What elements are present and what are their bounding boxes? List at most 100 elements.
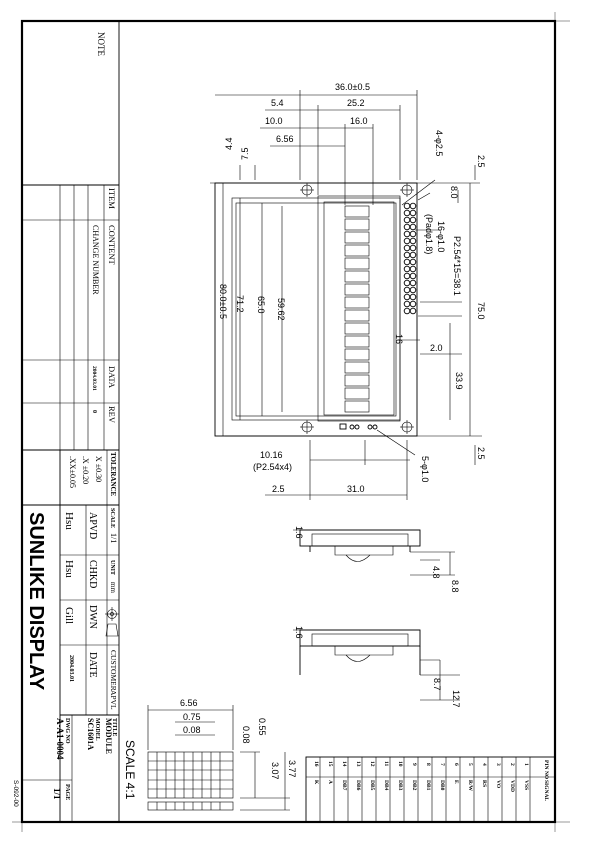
pin-header-signal: SIGNAL bbox=[543, 780, 549, 801]
side1-dim-b: 4.8 bbox=[431, 566, 441, 579]
pin-11-signal: DB4 bbox=[383, 780, 389, 791]
pin-14-signal: DB7 bbox=[341, 780, 347, 791]
dim-o: 2.0 bbox=[430, 343, 443, 353]
dim-top-width: 36.0±0.5 bbox=[335, 82, 370, 92]
dim-c: 10.0 bbox=[265, 116, 283, 126]
char-dim-e: 0.08 bbox=[241, 726, 251, 744]
pin-2: 2 bbox=[509, 763, 515, 766]
pin-4-signal: RS bbox=[481, 780, 487, 787]
dim-pins: 16-φ1.0 bbox=[436, 221, 446, 252]
page-value: 1/1 bbox=[52, 788, 62, 800]
scale-value: 1/1 bbox=[109, 533, 118, 543]
dim-f: 4.4 bbox=[224, 137, 234, 150]
pin-3: 3 bbox=[495, 763, 501, 766]
pin-13-signal: DB6 bbox=[355, 780, 361, 791]
mounting-hole-icon bbox=[300, 183, 414, 434]
tolerance-x2: .XX±0.05 bbox=[68, 456, 77, 488]
dim-pitch: P2.54*15=38.1 bbox=[452, 236, 462, 296]
dim-h: 2.5 bbox=[476, 155, 486, 168]
pin-6: 6 bbox=[453, 763, 459, 766]
model-label: MODEL bbox=[94, 718, 100, 741]
pin-12-signal: DB5 bbox=[369, 780, 375, 791]
model-value: SC1601A bbox=[86, 718, 95, 750]
pin-10: 10 bbox=[397, 761, 403, 767]
side1-dim-a: 1.6 bbox=[294, 526, 304, 539]
title-label: TITLE bbox=[111, 718, 117, 736]
pin-8-signal: DB1 bbox=[425, 780, 431, 791]
dim-a: 5.4 bbox=[271, 98, 284, 108]
pin-9-signal: DB2 bbox=[411, 780, 417, 791]
dim-m: 75.0 bbox=[476, 302, 486, 320]
rev-row-content: CHANGE NUMBER bbox=[91, 225, 100, 295]
approval-role-chkd: CHKD bbox=[87, 560, 98, 588]
dim-pad: (Padφ1.8) bbox=[424, 214, 434, 254]
sheet-border bbox=[20, 19, 557, 824]
dim-i: 8.0 bbox=[449, 186, 459, 199]
approval-name-apvd: Hsu bbox=[63, 512, 75, 530]
pin-4: 4 bbox=[481, 763, 487, 766]
dwg-value: A-A1-0004 bbox=[55, 718, 65, 760]
dim-v: 31.0 bbox=[347, 484, 365, 494]
pin-5: 5 bbox=[467, 763, 473, 766]
unit-value: mm bbox=[109, 582, 117, 593]
pin-15-signal: A bbox=[327, 780, 333, 784]
dim-hole: 4-φ2.5 bbox=[434, 130, 444, 156]
pin-5-signal: R/W bbox=[467, 780, 473, 792]
page-label: PAGE bbox=[64, 784, 70, 800]
character-cells bbox=[344, 205, 370, 413]
customer-label: CUSTOMER bbox=[109, 650, 118, 691]
pin-15: 15 bbox=[327, 761, 333, 767]
tolerance-x: X ±0.30 bbox=[94, 456, 103, 482]
pin-12: 12 bbox=[369, 761, 375, 767]
dim-s: (P2.54x4) bbox=[253, 462, 292, 472]
char-dim-c: 0.08 bbox=[183, 725, 201, 735]
pin-1: 1 bbox=[523, 763, 529, 766]
char-dim-d: 0.55 bbox=[257, 718, 267, 736]
dim-height: 80.0±0.5 bbox=[218, 284, 228, 319]
title-value: MODULE bbox=[104, 718, 113, 754]
pin-13: 13 bbox=[355, 761, 361, 767]
approval-role-dwn: DWN bbox=[87, 605, 98, 629]
side-view-2: 1.6 8.7 12.7 bbox=[293, 626, 461, 708]
approval-name-chkd: Hsu bbox=[63, 560, 75, 578]
pin-9: 9 bbox=[411, 763, 417, 766]
pin-table: PIN NO SIGNAL 1 VSS 2 VDD 3 VO 4 RS 5 R/… bbox=[305, 756, 556, 823]
pin-10-signal: DB3 bbox=[397, 780, 403, 791]
side1-dim-c: 8.8 bbox=[450, 580, 460, 593]
approval-role-date: DATE bbox=[87, 652, 98, 678]
pin-7: 7 bbox=[439, 763, 445, 766]
pin-6-signal: E bbox=[453, 780, 459, 784]
dim-n: 16 bbox=[394, 334, 404, 344]
pin-3-signal: VO bbox=[495, 780, 501, 789]
dim-g: 7.5 bbox=[240, 147, 250, 160]
char-dim-f: 3.07 bbox=[270, 762, 280, 780]
unit-label: UNIT bbox=[109, 560, 115, 575]
led-pins bbox=[339, 423, 378, 430]
dwg-label: DWG NO bbox=[64, 718, 70, 744]
pin-7-signal: DB0 bbox=[439, 780, 445, 791]
tolerance-x1: .X ±0.20 bbox=[81, 456, 90, 484]
active-area bbox=[323, 201, 395, 416]
side2-dim-a: 1.6 bbox=[294, 626, 304, 639]
pin-16-signal: K bbox=[313, 780, 319, 785]
rev-header-content: CONTENT bbox=[107, 225, 117, 265]
note-label: NOTE bbox=[96, 32, 106, 56]
dim-l: 59.62 bbox=[276, 298, 286, 321]
side2-dim-c: 12.7 bbox=[451, 690, 461, 708]
scale-label: SCALE bbox=[109, 508, 115, 528]
pin-11: 11 bbox=[383, 761, 389, 766]
pin-2-signal: VDD bbox=[509, 780, 515, 792]
approval-name-dwn: Gill bbox=[63, 607, 75, 624]
front-view: 36.0±0.5 5.4 25.2 10.0 16.0 6.56 4-φ2.5 … bbox=[210, 82, 486, 500]
dim-j: 71.2 bbox=[235, 295, 245, 313]
char-dim-b: 0.75 bbox=[183, 712, 201, 722]
pin-1-signal: VSS bbox=[523, 780, 529, 790]
pin-16: 16 bbox=[313, 761, 319, 767]
dim-u: 2.5 bbox=[272, 484, 285, 494]
character-detail: SCALE 4:1 6.56 0.7 bbox=[123, 698, 297, 811]
approval-name-date: 2004.03.01 bbox=[68, 655, 74, 682]
side-view-1: 1.6 4.8 8.8 bbox=[293, 526, 460, 593]
char-dim-g: 3.77 bbox=[287, 760, 297, 778]
